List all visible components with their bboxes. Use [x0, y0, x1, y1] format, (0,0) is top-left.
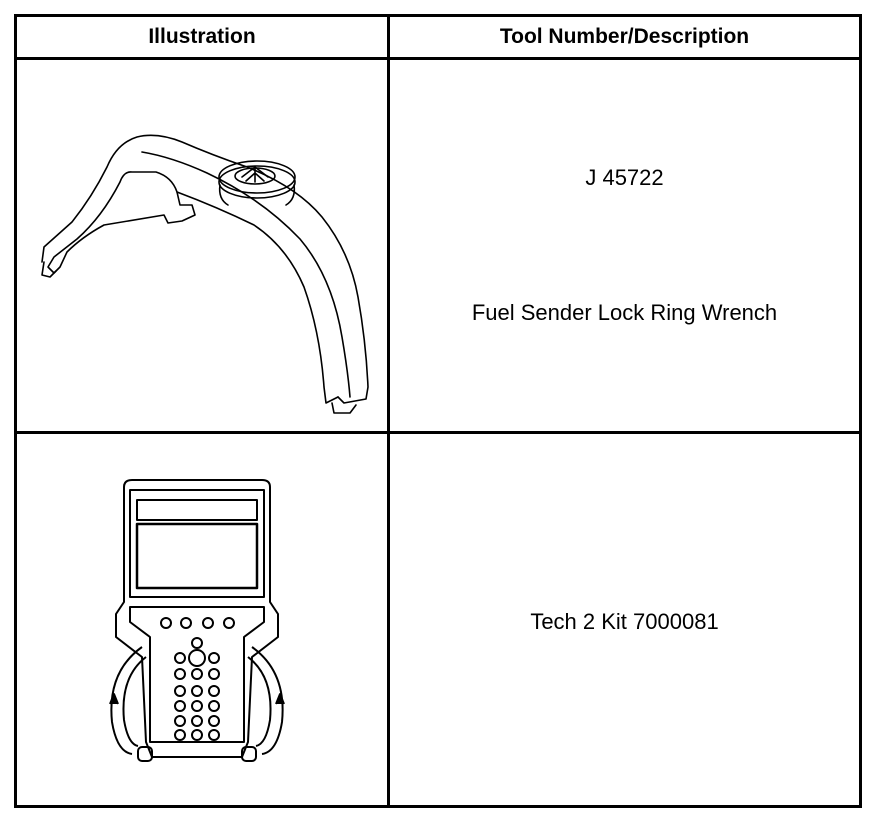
tech2-scan-tool-illustration: [109, 479, 285, 762]
column-divider: [387, 17, 390, 805]
tool-number-j45722: J 45722: [585, 165, 664, 190]
lock-ring-wrench-illustration: [41, 134, 369, 414]
header-divider: [17, 57, 859, 60]
tools-table: Illustration Tool Number/Description J 4…: [14, 14, 862, 808]
row-divider: [17, 431, 859, 434]
header-illustration: Illustration: [148, 25, 256, 48]
header-tool-number-description: Tool Number/Description: [499, 25, 750, 48]
tool-description-tech2-kit: Tech 2 Kit 7000081: [530, 609, 719, 634]
tool-description-lock-ring-wrench: Fuel Sender Lock Ring Wrench: [471, 300, 778, 325]
